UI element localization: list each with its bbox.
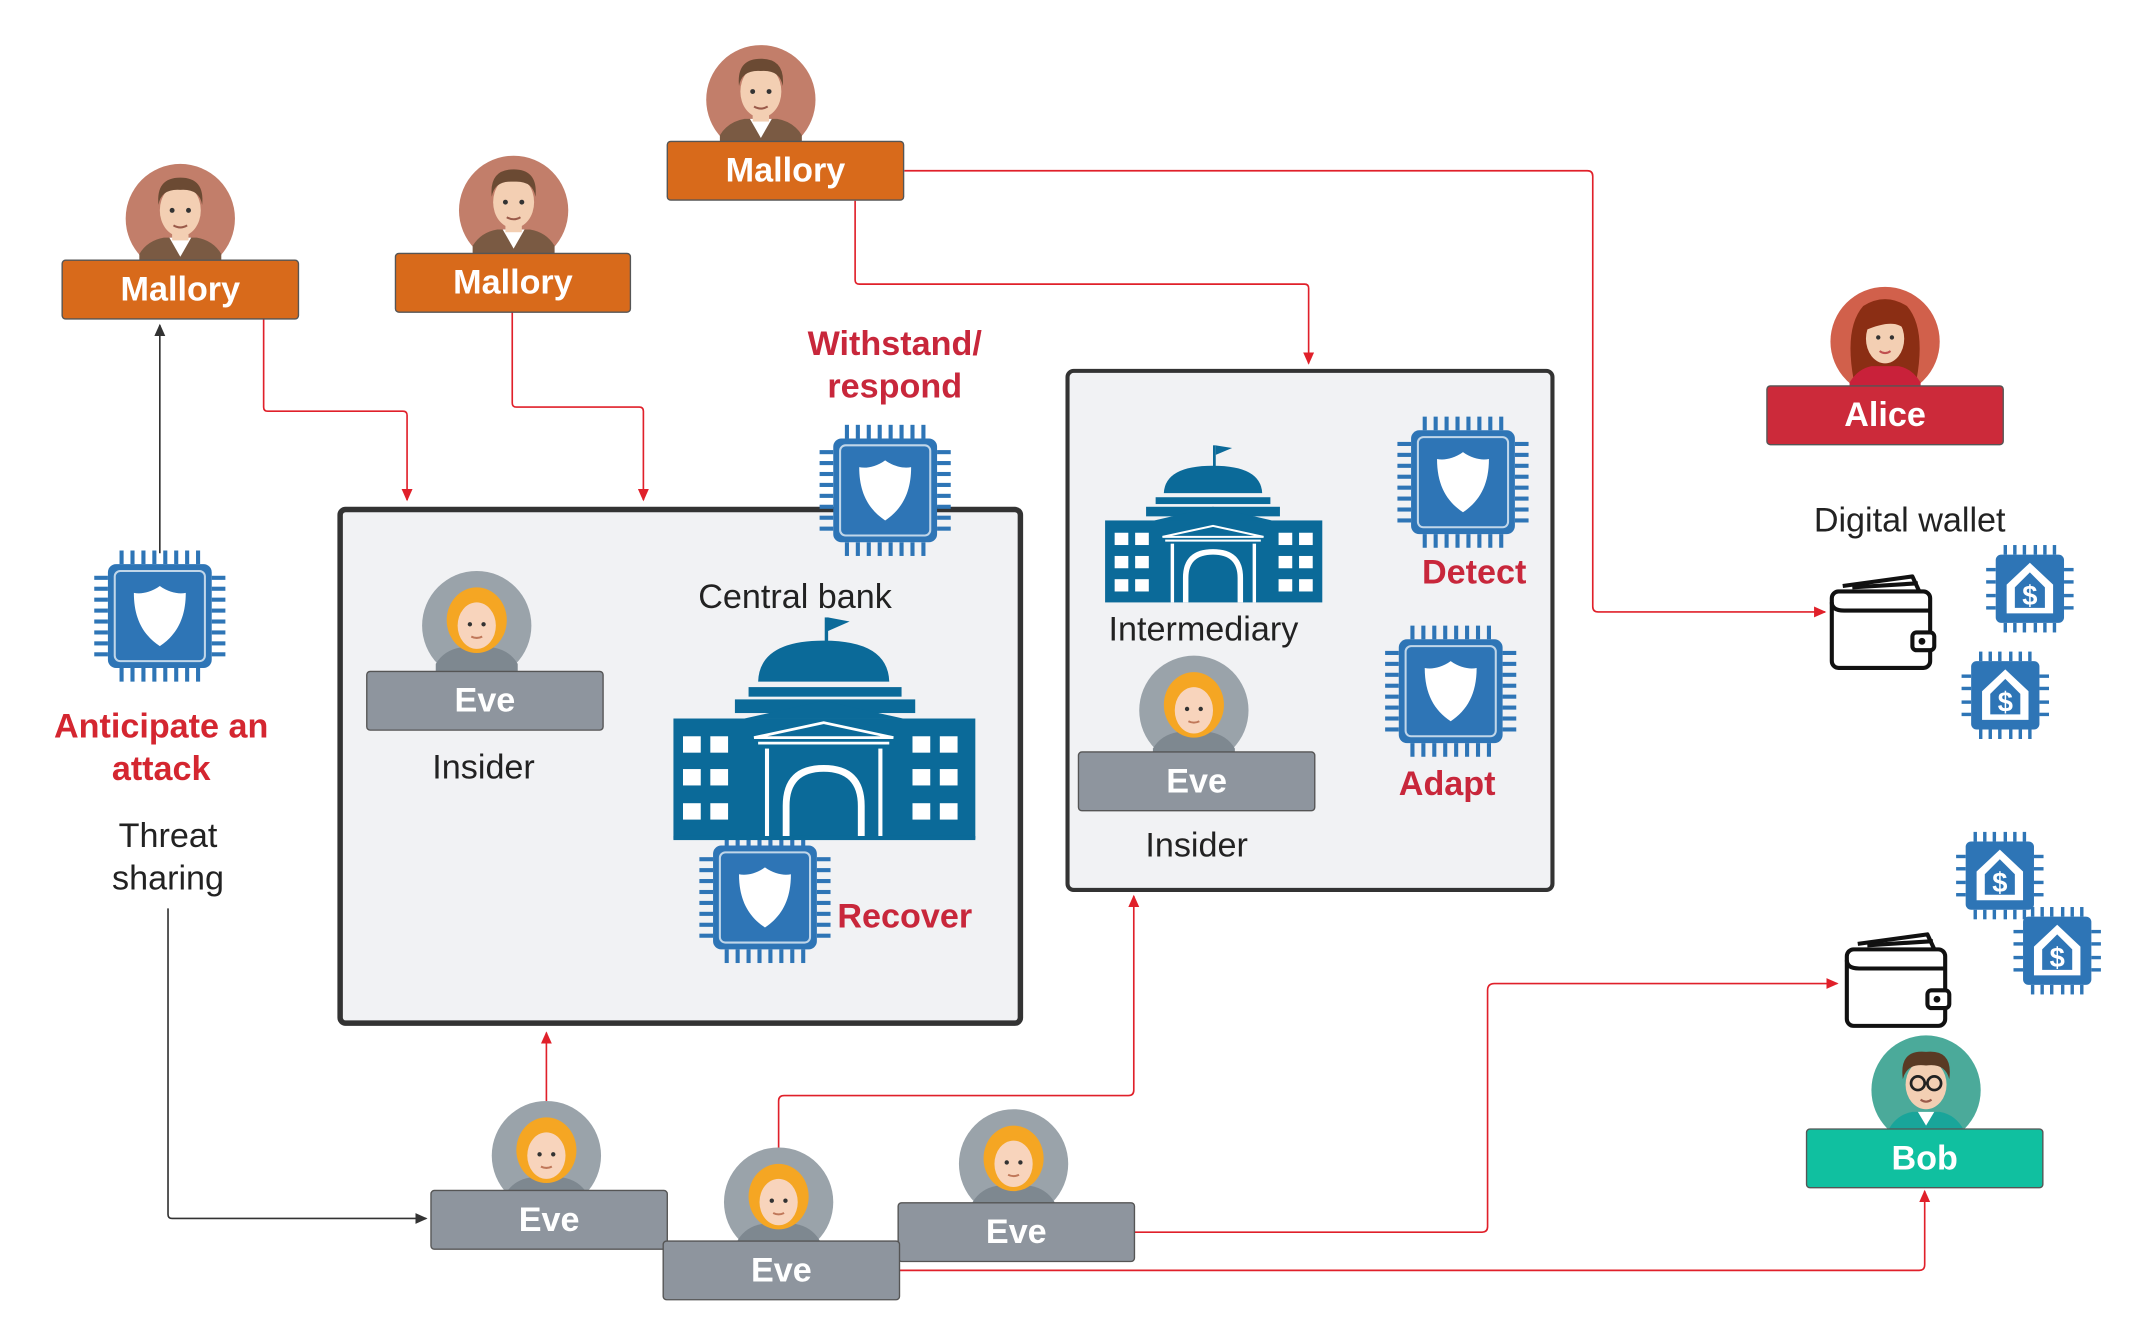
alice-wallet-icon xyxy=(1832,576,1934,668)
dollar-chip-icon xyxy=(1954,830,2046,922)
eve-box: Eve xyxy=(897,1202,1136,1263)
digital-wallet-label: Digital wallet xyxy=(1813,501,2006,540)
adapt-shield-chip-icon xyxy=(1385,626,1516,757)
anticipate-label: Anticipate an attack xyxy=(53,707,269,789)
mallory-avatar-icon xyxy=(457,154,570,267)
arrow-eve2-to-bob xyxy=(898,1189,1931,1272)
arrow-mallory1-to-bank xyxy=(262,318,413,502)
arrow-mallory3-to-intermediary xyxy=(854,200,1315,365)
alice-box: Alice xyxy=(1766,385,2004,446)
insider-label: Insider xyxy=(432,748,535,787)
arrow-eve3-to-bob-wallet xyxy=(1133,978,1839,1233)
intermediary-building-icon xyxy=(1105,445,1323,603)
threat-sharing-label: Threat sharing xyxy=(112,816,225,898)
dollar-chip-icon xyxy=(1959,649,2051,741)
dollar-chip-icon xyxy=(1984,543,2076,635)
insider-label: Insider xyxy=(1145,826,1248,865)
intermediary-label: Intermediary xyxy=(1108,610,1299,649)
alice-avatar-icon xyxy=(1829,285,1941,398)
dollar-chip-icon xyxy=(2011,905,2103,997)
detect-shield-chip-icon xyxy=(1397,417,1528,548)
eve-avatar-icon xyxy=(421,569,533,682)
eve-box: Eve xyxy=(1077,751,1316,812)
eve-box: Eve xyxy=(662,1240,901,1301)
eve-box: Eve xyxy=(366,670,604,731)
arrow-eve2-to-intermediary xyxy=(777,894,1140,1155)
mallory-avatar-icon xyxy=(124,162,236,275)
eve-avatar-icon xyxy=(1138,654,1250,766)
bob-box: Bob xyxy=(1805,1128,2044,1189)
anticipate-shield-chip-icon xyxy=(94,550,225,681)
withstand-label: Withstand/ respond xyxy=(807,325,982,406)
recover-shield-chip-icon xyxy=(699,832,830,963)
central-bank-building-icon xyxy=(673,617,976,841)
detect-label: Detect xyxy=(1422,553,1527,592)
adapt-label: Adapt xyxy=(1398,764,1496,804)
bob-wallet-icon xyxy=(1847,934,1949,1026)
arrow-threat-sharing-to-eve xyxy=(167,908,428,1224)
arrow-mallory3-to-alice-wallet xyxy=(904,169,1827,618)
central-bank-label: Central bank xyxy=(698,577,892,617)
mallory-box: Mallory xyxy=(666,140,905,201)
recover-label: Recover xyxy=(837,897,973,936)
mallory-avatar-icon xyxy=(705,44,817,156)
mallory-box: Mallory xyxy=(61,259,300,320)
withstand-shield-chip-icon xyxy=(820,425,951,556)
eve-box: Eve xyxy=(430,1189,668,1250)
arrow-mallory2-to-bank xyxy=(511,311,649,502)
mallory-box: Mallory xyxy=(394,252,632,313)
